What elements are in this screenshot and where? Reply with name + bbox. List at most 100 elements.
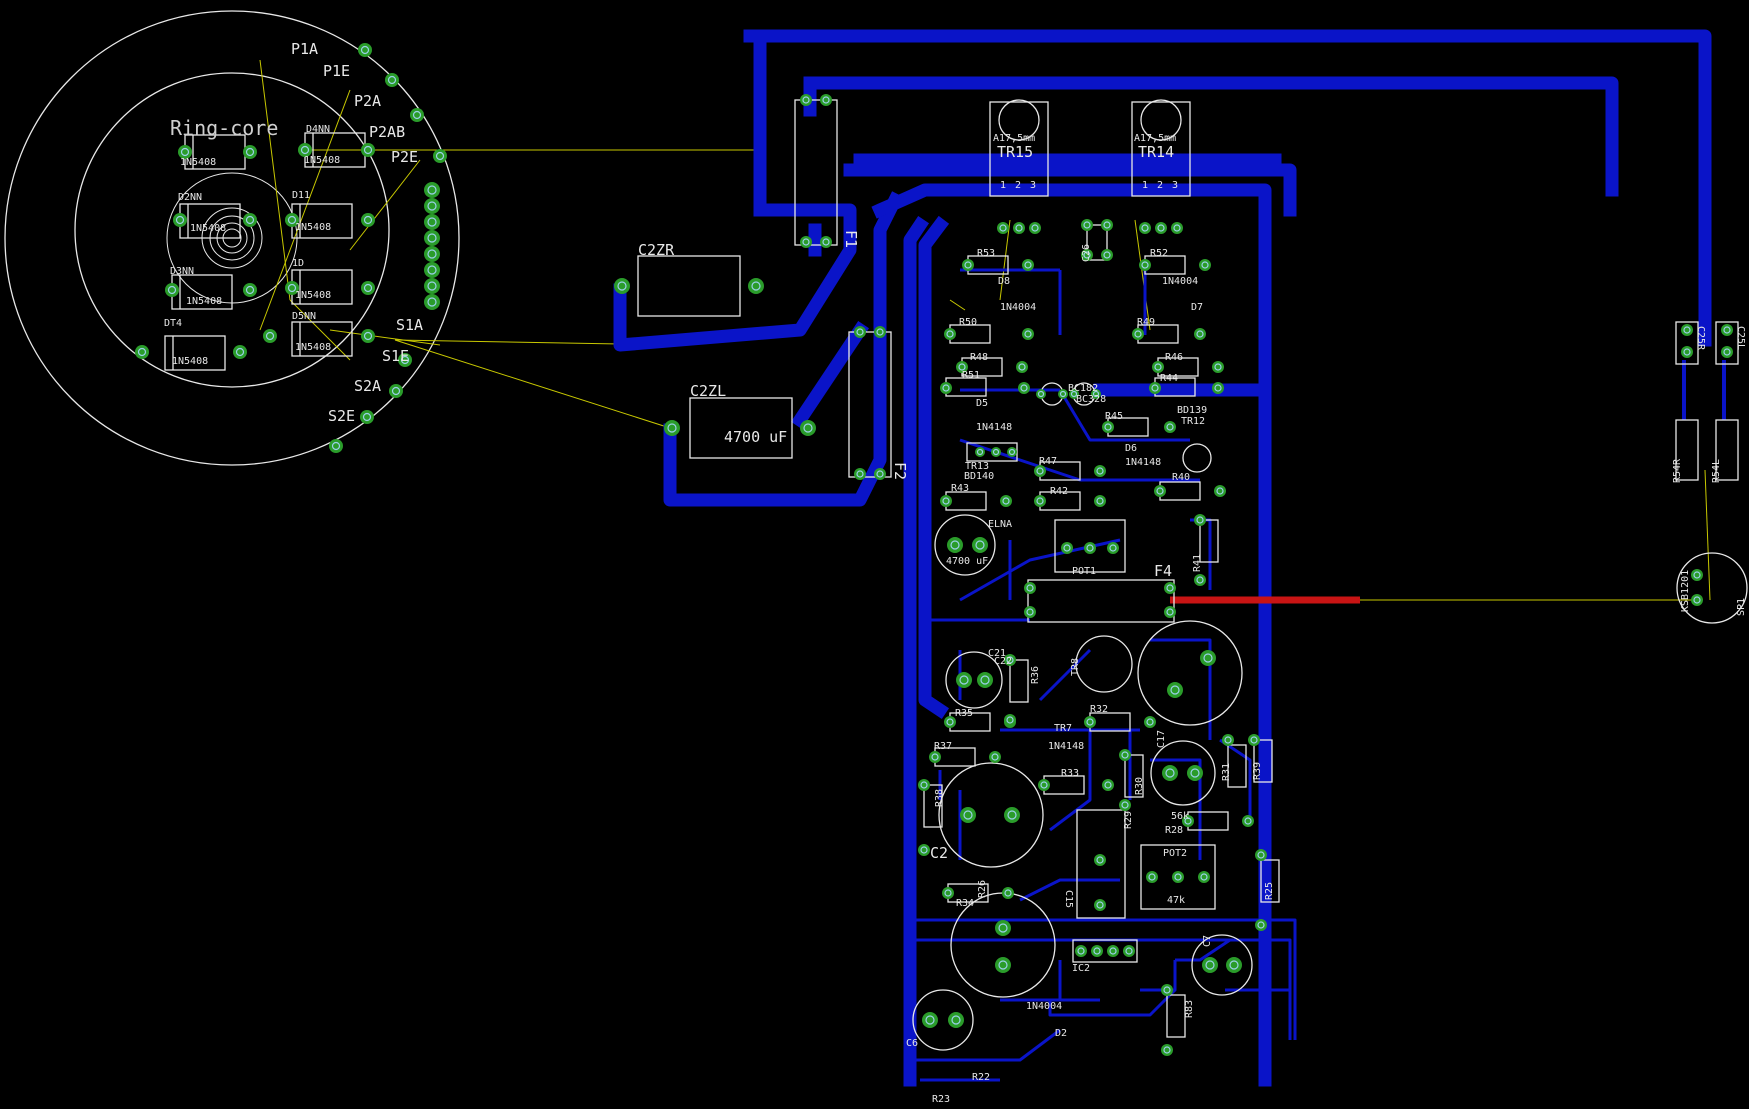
pad-hole: [1103, 221, 1111, 229]
solder-pad: [360, 410, 374, 424]
ref-label: C2: [930, 844, 949, 862]
pad-hole: [1214, 384, 1222, 392]
capacitor-c2: [938, 762, 1044, 868]
resistor-vertical: [923, 784, 943, 828]
pin-label-p1e: P1E: [323, 62, 351, 80]
ref-label: R44: [1160, 373, 1179, 384]
pad-hole: [1683, 326, 1691, 334]
speaker-sp1: [1676, 552, 1748, 624]
ref-label: R28: [1165, 825, 1184, 836]
solder-pad: [424, 230, 440, 246]
ref-label: R40: [1172, 472, 1191, 483]
pad-hole: [1693, 571, 1701, 579]
pad-hole: [427, 297, 437, 307]
solder-pad: [1242, 815, 1254, 827]
tr15-pin2: 2: [1015, 180, 1022, 191]
ref-label: R47: [1039, 456, 1058, 467]
solder-pad: [1161, 984, 1173, 996]
pad-hole: [856, 470, 864, 478]
solder-pad: [1013, 222, 1025, 234]
solder-pad: [918, 844, 930, 856]
pad-hole: [1036, 497, 1044, 505]
ref-label: R33: [1061, 768, 1080, 779]
solder-pad: [1024, 606, 1036, 618]
solder-pad: [1721, 346, 1733, 358]
pad-hole: [412, 110, 422, 120]
pad-hole: [1083, 251, 1091, 259]
ref-label: D2: [1055, 1028, 1068, 1039]
diode-value: 1N5408: [304, 155, 341, 166]
solder-pad: [1222, 734, 1234, 746]
resistor-vertical: [1124, 754, 1144, 798]
capacitor-c7: [1191, 934, 1253, 996]
power-trace: [613, 203, 857, 352]
ref-label: R50: [959, 317, 978, 328]
pin-label-s2e: S2E: [328, 407, 356, 425]
capacitor-c15: [1076, 809, 1126, 919]
pad-hole: [1026, 584, 1034, 592]
ref-label: R38: [934, 788, 945, 807]
power-transistor-tr14: [1131, 101, 1191, 197]
solder-pad: [1146, 871, 1158, 883]
pad-hole: [1134, 330, 1142, 338]
pad-hole: [1086, 718, 1094, 726]
solder-pad: [1187, 765, 1203, 781]
power-transistor-tr15: [989, 101, 1049, 197]
capacitor-c6: [912, 989, 974, 1051]
signal-trace: [1058, 389, 1190, 442]
pad-hole: [617, 281, 627, 291]
pad-hole: [427, 265, 437, 275]
solder-pad: [1199, 259, 1211, 271]
signal-trace: [1038, 648, 1092, 702]
pad-hole: [1026, 608, 1034, 616]
tr15-label: TR15: [997, 143, 1034, 161]
solder-pad: [1212, 382, 1224, 394]
pad-hole: [1006, 716, 1014, 724]
ref-label: R42: [1050, 486, 1069, 497]
solder-pad: [1255, 849, 1267, 861]
solder-pad: [1721, 324, 1733, 336]
fuse-holder-f1: [794, 99, 838, 246]
pad-hole: [1166, 423, 1174, 431]
ref-label: R41: [1192, 553, 1203, 572]
solder-pad: [1171, 222, 1183, 234]
capacitor-c25r: [1675, 321, 1699, 365]
cap-ref-c2zr: C2ZR: [638, 241, 675, 259]
ref-label: D6: [1125, 443, 1138, 454]
solder-pad: [1102, 779, 1114, 791]
solder-pad: [410, 108, 424, 122]
tr14-label: TR14: [1138, 143, 1175, 161]
pin-label-s1e: S1E: [382, 347, 410, 365]
pad-hole: [991, 753, 999, 761]
ref-label: D8: [998, 276, 1011, 287]
pad-hole: [1040, 781, 1048, 789]
solder-pad: [947, 537, 963, 553]
solder-pad: [614, 278, 630, 294]
potentiometer-pot1: [1054, 519, 1126, 573]
ref-label: R22: [972, 1072, 991, 1083]
pad-hole: [1096, 901, 1104, 909]
solder-pad: [1069, 389, 1079, 399]
pad-hole: [1163, 1046, 1171, 1054]
ref-label: SP1: [1736, 597, 1747, 616]
solder-pad: [1202, 957, 1218, 973]
diode-ref: DT4: [164, 318, 183, 329]
solder-pad: [800, 94, 812, 106]
pad-hole: [1104, 781, 1112, 789]
transistor-mounting-hole: [998, 99, 1040, 141]
solder-pad: [942, 887, 954, 899]
solder-pad: [1154, 485, 1166, 497]
signal-trace: [910, 918, 1297, 1040]
solder-pad: [1101, 249, 1113, 261]
airwire: [394, 339, 621, 345]
airwire: [259, 89, 351, 331]
pad-hole: [958, 363, 966, 371]
ref-label: IC2: [1072, 963, 1091, 974]
pad-hole: [427, 281, 437, 291]
ref-label: TR13: [965, 461, 990, 472]
ref-label: TR12: [1181, 416, 1206, 427]
tr14-pin3: 3: [1172, 180, 1179, 191]
ref-label: R26: [977, 879, 988, 898]
resistor-vertical: [1260, 859, 1280, 903]
pad-hole: [1244, 817, 1252, 825]
